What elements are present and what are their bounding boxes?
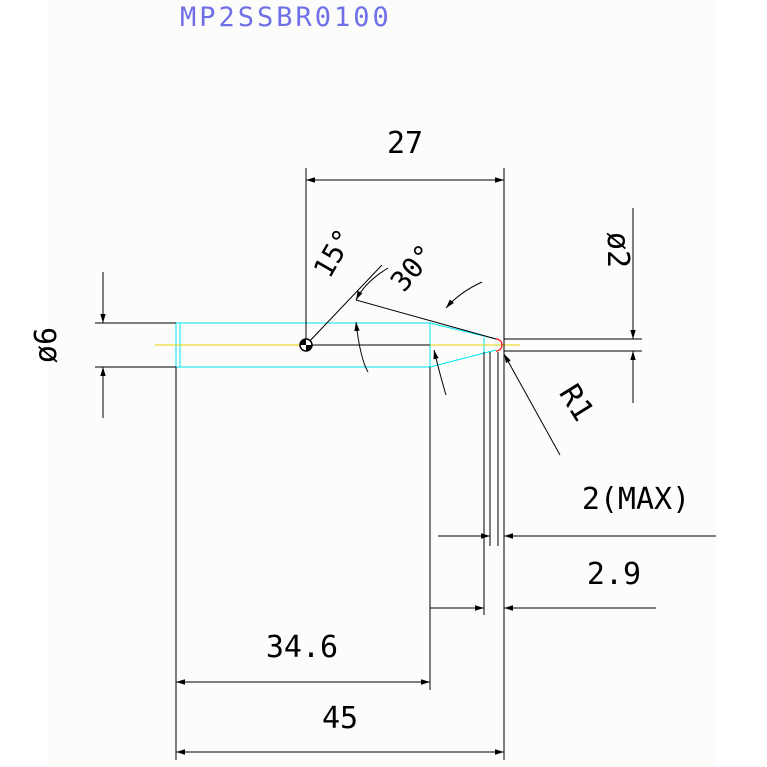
dim-label-45: 45: [322, 701, 358, 736]
dim-label-34-6: 34.6: [266, 630, 338, 665]
angle-30-arc-lower: [433, 349, 447, 396]
angle-15-arc-lower: [354, 321, 369, 373]
part-number-title: MP2SSBR0100: [180, 2, 392, 33]
radius-r1-leader: [503, 353, 561, 456]
extension-lines: [95, 168, 642, 760]
dim-label-d6: ø6: [29, 327, 64, 363]
dim-label-2-9: 2.9: [587, 557, 641, 592]
gauge-point-marker: [299, 338, 313, 352]
dim-label-d2: ø2: [600, 232, 635, 268]
drawing-sheet: [48, 0, 716, 767]
dim-label-2max: 2(MAX): [582, 482, 690, 517]
dim-label-27: 27: [387, 126, 423, 161]
angle-30-arc-upper: [445, 281, 483, 309]
ball-tip: [495, 338, 503, 352]
angle-15-leader: [305, 264, 383, 346]
angle-15-arc-upper: [355, 267, 389, 301]
angle-15-ray: [355, 299, 497, 340]
